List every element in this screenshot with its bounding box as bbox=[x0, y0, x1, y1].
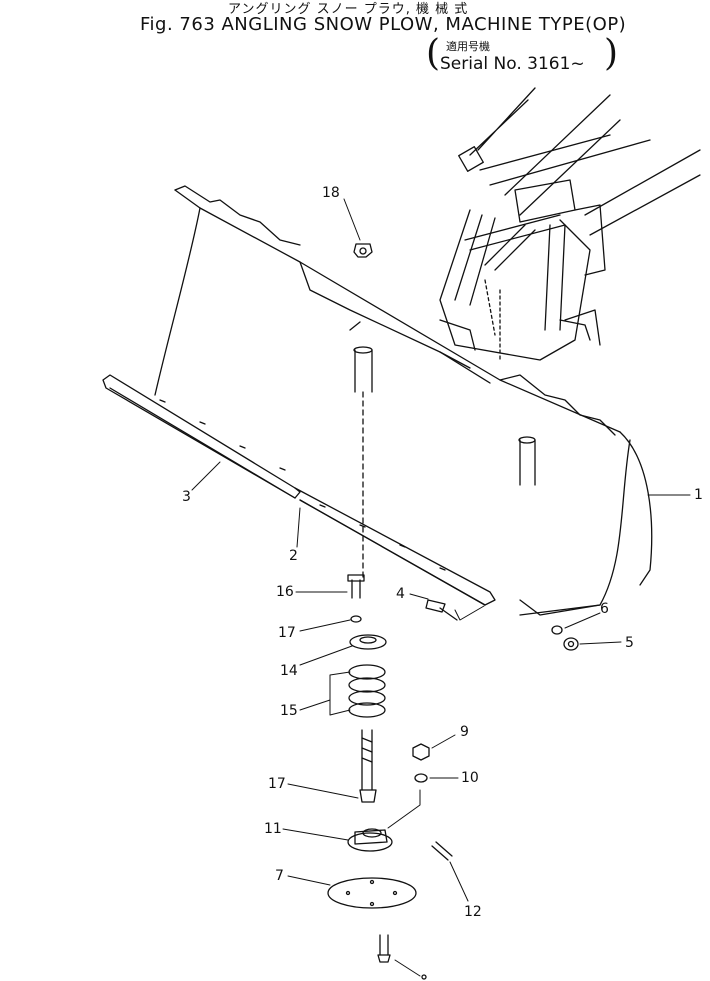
figure-title: Fig. 763 ANGLING SNOW PLOW, MACHINE TYPE… bbox=[140, 14, 627, 35]
figure-header: アングリング スノー プラウ, 機 械 式 Fig. 763 ANGLING S… bbox=[0, 0, 710, 80]
callout-17: 17 bbox=[268, 776, 286, 792]
exploded-parts bbox=[327, 574, 579, 980]
spring-pin-assembly bbox=[353, 243, 373, 581]
right-parenthesis: ) bbox=[604, 33, 619, 74]
callout-3: 3 bbox=[182, 489, 191, 505]
callout-16: 17 bbox=[278, 625, 296, 641]
callout-4: 4 bbox=[396, 586, 405, 602]
callout-leaders bbox=[191, 198, 691, 977]
serial-number: Serial No. 3161~ bbox=[440, 54, 585, 74]
left-parenthesis: ( bbox=[426, 33, 441, 74]
callout-12: 12 bbox=[464, 904, 482, 920]
callout-7: 7 bbox=[275, 868, 284, 884]
japanese-title: アングリング スノー プラウ, 機 械 式 bbox=[228, 2, 469, 17]
callout-6: 6 bbox=[600, 601, 609, 617]
callout-9: 9 bbox=[460, 724, 469, 740]
callout-5: 5 bbox=[625, 635, 634, 651]
machine-frame bbox=[439, 87, 701, 361]
callout-2: 2 bbox=[289, 548, 298, 564]
serial-japanese-label: 適用号機 bbox=[446, 40, 490, 53]
callout-1: 1 bbox=[694, 487, 703, 503]
callout-14: 15 bbox=[280, 703, 298, 719]
callout-18: 18 bbox=[322, 185, 340, 201]
callout-11: 11 bbox=[264, 821, 282, 837]
callout-15: 16 bbox=[276, 584, 294, 600]
plow-blade bbox=[154, 185, 653, 616]
callout-13: 14 bbox=[280, 663, 298, 679]
cutting-edge bbox=[102, 374, 496, 606]
callout-10: 10 bbox=[461, 770, 479, 786]
